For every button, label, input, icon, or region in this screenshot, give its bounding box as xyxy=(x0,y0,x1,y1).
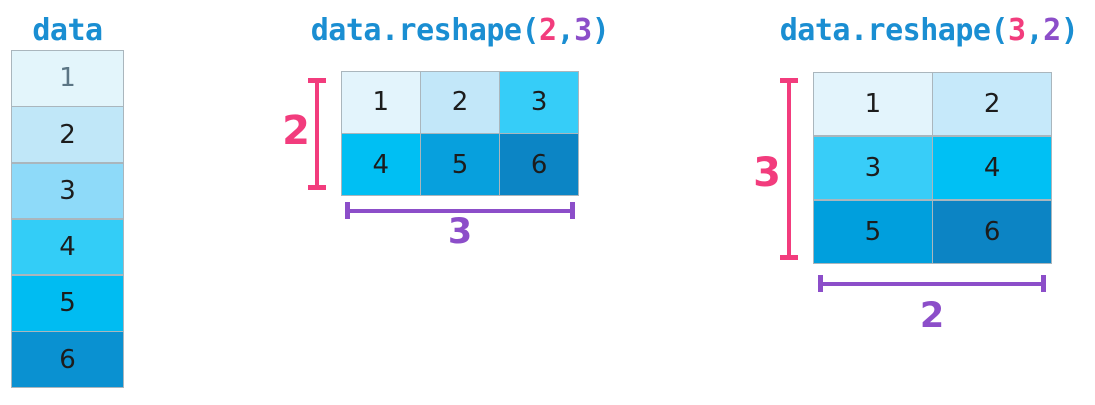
bracket-cap xyxy=(570,202,575,219)
reshape-2x3-title-cols: 3 xyxy=(574,13,592,48)
array-cell: 6 xyxy=(12,332,123,387)
bracket-cap xyxy=(308,185,326,190)
bracket-line xyxy=(315,78,319,190)
data-array-title-text: data xyxy=(32,13,103,48)
reshape-3x2-matrix: 1 2 3 4 5 6 xyxy=(813,72,1052,264)
reshape-3x2-title-part: ) xyxy=(1060,13,1079,48)
matrix-cell: 4 xyxy=(342,134,420,195)
col-count-bracket-3x2 xyxy=(818,275,1046,292)
bracket-cap xyxy=(818,275,823,292)
reshape-2x3-title-part: data.reshape( xyxy=(310,13,540,48)
bracket-line xyxy=(345,208,575,213)
bracket-cap xyxy=(308,78,326,83)
reshape-3x2-title: data.reshape(3,2) xyxy=(779,13,1079,49)
reshape-3x2-title-cols: 2 xyxy=(1043,13,1061,48)
matrix-cell: 1 xyxy=(342,72,420,133)
matrix-cell: 3 xyxy=(814,136,932,200)
reshape-2x3-title: data.reshape(2,3) xyxy=(310,13,610,49)
matrix-cell: 6 xyxy=(933,200,1051,263)
array-cell: 1 xyxy=(12,51,123,106)
bracket-cap xyxy=(780,78,798,83)
bracket-cap xyxy=(1041,275,1046,292)
reshape-3x2-title-part: , xyxy=(1025,13,1044,48)
bracket-line xyxy=(818,281,1046,286)
matrix-cell: 2 xyxy=(933,73,1051,136)
array-cell: 5 xyxy=(12,276,123,331)
reshape-2x3-title-part: , xyxy=(556,13,575,48)
row-count-bracket-3x2 xyxy=(780,78,798,260)
col-count-label-3x2: 2 xyxy=(919,296,945,336)
row-count-label-3x2: 3 xyxy=(753,150,781,196)
matrix-cell: 2 xyxy=(421,72,499,133)
matrix-cell: 6 xyxy=(500,134,578,195)
reshape-3x2-title-part: data.reshape( xyxy=(779,13,1009,48)
row-count-label-2x3: 2 xyxy=(282,108,310,154)
matrix-cell: 1 xyxy=(814,73,932,136)
reshape-2x3-title-rows: 2 xyxy=(539,13,557,48)
reshape-2x3-matrix: 1 2 3 4 5 6 xyxy=(341,71,579,196)
bracket-cap xyxy=(345,202,350,219)
array-cell: 2 xyxy=(12,107,123,162)
array-cell: 4 xyxy=(12,219,123,275)
bracket-line xyxy=(787,78,791,260)
data-array-title: data xyxy=(11,13,124,49)
col-count-label-2x3: 3 xyxy=(447,212,473,252)
reshape-2x3-title-part: ) xyxy=(591,13,610,48)
matrix-cell: 5 xyxy=(421,134,499,195)
data-array-column: 1 2 3 4 5 6 xyxy=(11,50,124,388)
matrix-cell: 3 xyxy=(500,72,578,133)
col-count-bracket-2x3 xyxy=(345,202,575,219)
row-count-bracket-2x3 xyxy=(308,78,326,190)
bracket-cap xyxy=(780,255,798,260)
matrix-cell: 5 xyxy=(814,200,932,263)
matrix-cell: 4 xyxy=(933,136,1051,200)
array-cell: 3 xyxy=(12,163,123,219)
reshape-3x2-title-rows: 3 xyxy=(1008,13,1026,48)
